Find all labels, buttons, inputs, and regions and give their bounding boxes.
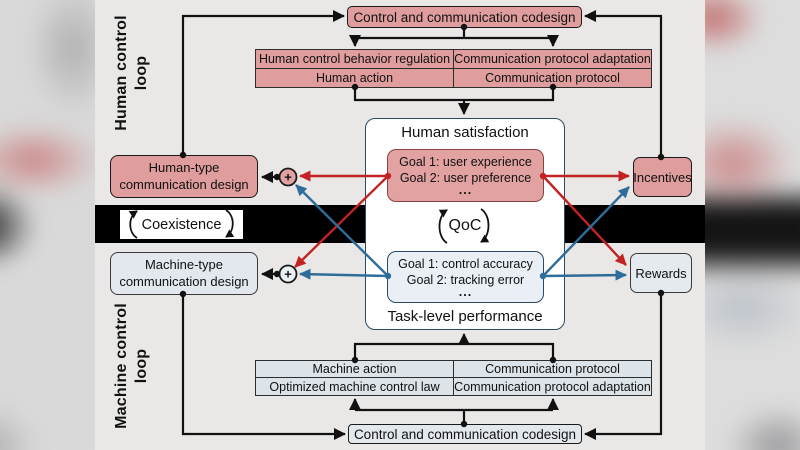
task-level-performance-title: Task-level performance (387, 308, 543, 325)
top-codesign-box: Control and communication codesign (347, 6, 582, 28)
table-merge-wire (353, 87, 555, 102)
qoc-label: QoC (448, 217, 482, 234)
table-cell: Communication protocol (454, 361, 651, 378)
human-loop-table: Human control behavior regulation Commun… (255, 49, 652, 88)
table-cell: Communication protocol adaptation (454, 50, 651, 69)
incentives-box: Incentives (633, 157, 692, 197)
human-satisfaction-title: Human satisfaction (401, 124, 529, 141)
goal-line: Goal 2: user preference (399, 171, 532, 185)
plus-junction-machine: + (278, 264, 298, 284)
rewards-box: Rewards (630, 253, 692, 293)
bottom-codesign-box: Control and communication codesign (348, 424, 582, 444)
blurred-right-margin (705, 0, 800, 450)
table-cell: Communication protocol adaptation (454, 379, 651, 394)
ellipsis: ... (458, 183, 473, 197)
goal-line: Goal 1: user experience (399, 155, 532, 169)
coexistence-label: Coexistence (120, 210, 243, 239)
blurred-left-margin (0, 0, 95, 450)
machine-type-communication-design-box: Machine-type communication design (110, 252, 258, 295)
ellipsis: ... (458, 285, 473, 299)
plus-icon: + (284, 267, 292, 282)
table-cell: Human action (256, 68, 454, 87)
bottom-merge-wire (353, 342, 555, 360)
goal-line: Goal 1: control accuracy (398, 257, 533, 271)
machine-control-loop-label: Machine control loop (113, 303, 150, 429)
machine-goals-box: Goal 1: control accuracy Goal 2: trackin… (387, 251, 544, 303)
machine-loop-table: Machine action Communication protocol Op… (255, 360, 652, 396)
table-cell: Communication protocol (485, 70, 620, 85)
human-goals-box: Goal 1: user experience Goal 2: user pre… (387, 149, 544, 202)
plus-icon: + (284, 170, 292, 185)
table-cell: Machine action (256, 361, 454, 378)
table-cell: Human control behavior regulation (256, 50, 454, 69)
table-cell: Optimized machine control law (256, 378, 454, 395)
plus-junction-human: + (278, 167, 298, 187)
diagram-content: Human control loop Machine control loop … (95, 0, 705, 450)
bottom-split-wire (355, 408, 553, 424)
human-control-loop-label: Human control loop (113, 15, 150, 131)
top-split-wire (355, 27, 553, 40)
goal-line: Goal 2: tracking error (406, 273, 525, 287)
satisfaction-performance-panel: Human satisfaction Goal 1: user experien… (365, 118, 565, 330)
human-type-communication-design-box: Human-type communication design (110, 155, 258, 198)
